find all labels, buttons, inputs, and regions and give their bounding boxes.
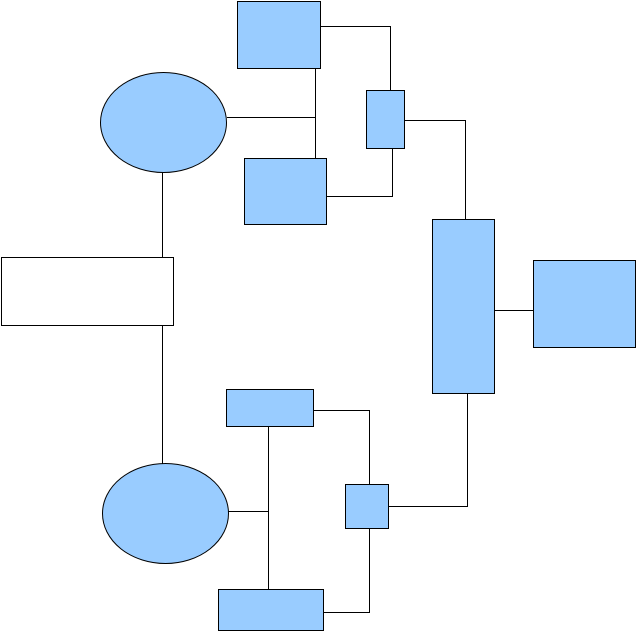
node-left-white-box[interactable]	[1, 257, 174, 326]
node-right-square[interactable]	[533, 260, 636, 348]
node-top-middle-box[interactable]	[244, 158, 327, 225]
connector-top-square-to-top-small-box	[320, 26, 391, 90]
node-bottom-ellipse[interactable]	[102, 463, 229, 564]
node-top-small-box[interactable]	[366, 90, 405, 149]
connector-bottom-lower-box-to-bottom-small-box	[323, 528, 370, 613]
connector-bottom-upper-box-to-bottom-small-box	[313, 410, 370, 485]
connector-top-small-box-to-right-tall-box	[404, 120, 466, 219]
node-top-ellipse[interactable]	[100, 72, 227, 173]
node-bottom-upper-box[interactable]	[226, 389, 314, 427]
connector-group	[162, 26, 534, 613]
node-top-square[interactable]	[237, 1, 321, 69]
connector-bottom-small-box-to-right-tall-box	[388, 393, 468, 507]
node-right-tall-box[interactable]	[432, 219, 495, 394]
node-bottom-small-box[interactable]	[345, 484, 389, 529]
node-bottom-lower-box[interactable]	[218, 589, 324, 631]
connector-top-middle-box-to-top-small-box	[326, 148, 393, 197]
